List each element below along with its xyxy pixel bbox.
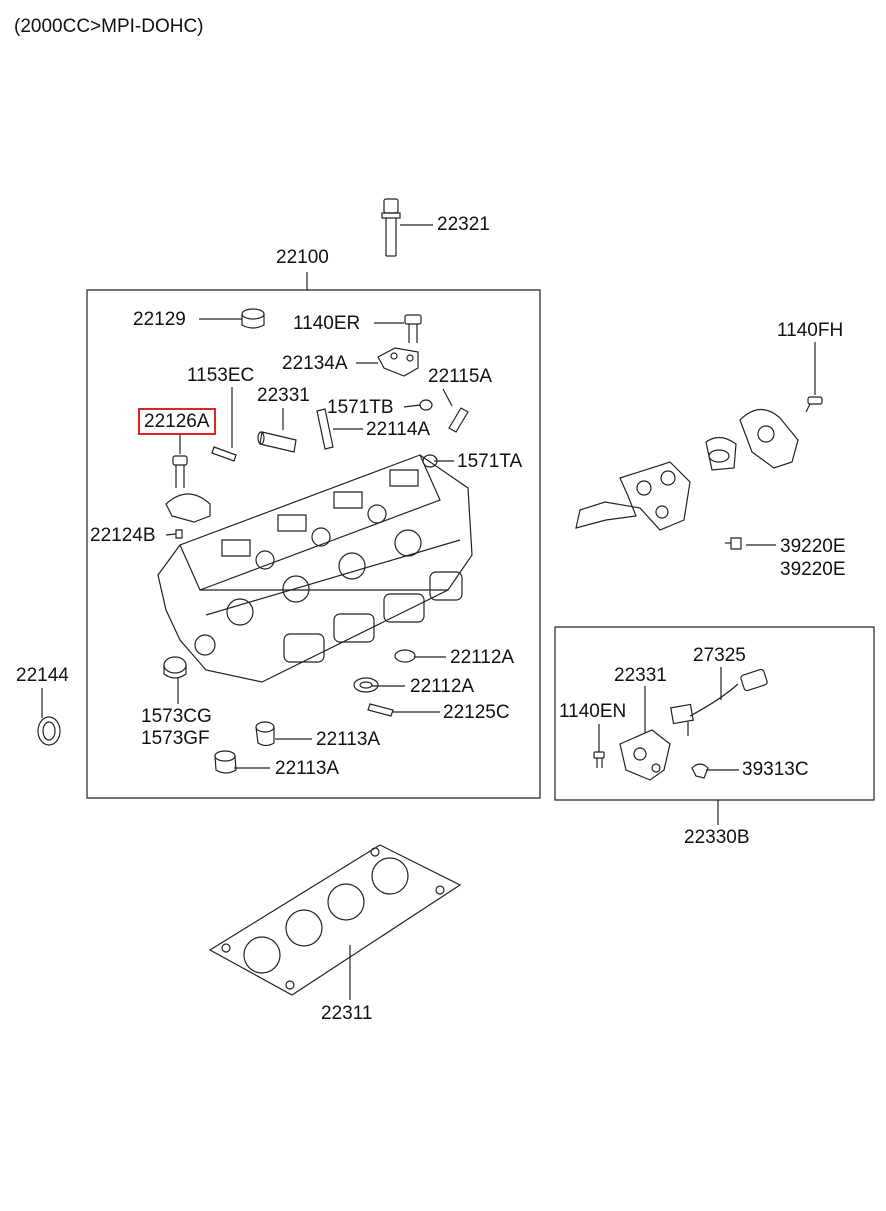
part-label-22126a-highlighted[interactable]: 22126A — [138, 408, 216, 435]
bolt-22321-icon — [382, 199, 400, 256]
part-label-22113a-upper[interactable]: 22113A — [316, 729, 381, 750]
part-label-1153ec[interactable]: 1153EC — [187, 365, 255, 386]
part-label-22311[interactable]: 22311 — [321, 1003, 373, 1024]
part-label-1571tb[interactable]: 1571TB — [327, 397, 394, 418]
cylinder-head-icon — [158, 455, 472, 682]
part-label-22134a[interactable]: 22134A — [282, 353, 348, 374]
part-label-1573cg[interactable]: 1573CG — [141, 706, 212, 727]
sensor-39220e-icon — [725, 538, 741, 549]
diagram-title: (2000CC>MPI-DOHC) — [14, 16, 204, 37]
part-label-22113a-lower[interactable]: 22113A — [275, 758, 340, 779]
bolt-1140en-icon — [594, 752, 604, 768]
sensor-27325-icon — [671, 669, 768, 736]
part-label-39220e-second[interactable]: 39220E — [780, 559, 846, 580]
thermostat-housing-icon — [706, 409, 798, 470]
part-label-22144[interactable]: 22144 — [16, 665, 69, 686]
bolt-1140fh-icon — [806, 397, 822, 412]
seal-1571tb-icon — [420, 400, 432, 410]
plug-22129-icon — [242, 309, 264, 328]
stud-22125c-icon — [368, 704, 393, 716]
part-label-1573gf[interactable]: 1573GF — [141, 728, 210, 749]
stud-1153ec-icon — [212, 447, 236, 461]
cam-position-sensor-22331-icon — [620, 730, 670, 780]
bracket-22134a-icon — [378, 348, 418, 376]
head-gasket-22311-icon — [210, 845, 460, 995]
part-label-22125c[interactable]: 22125C — [443, 702, 510, 723]
lifter-22113a-lower-icon — [215, 751, 236, 773]
lifter-22113a-upper-icon — [256, 722, 274, 746]
guide-22115a-icon — [449, 408, 468, 432]
part-label-22331-head[interactable]: 22331 — [257, 385, 310, 406]
water-outlet-icon — [576, 462, 690, 530]
cylinder-head-group-frame — [87, 290, 540, 798]
part-label-1140fh[interactable]: 1140FH — [777, 320, 844, 341]
part-label-22330b[interactable]: 22330B — [684, 827, 750, 848]
bolt-1140er-icon — [405, 315, 421, 343]
seal-22144-icon — [38, 717, 60, 745]
seal-1573cg-icon — [164, 657, 186, 678]
part-label-39220e-first[interactable]: 39220E — [780, 536, 846, 557]
cam-cap-icon — [166, 494, 210, 522]
part-label-1571ta[interactable]: 1571TA — [457, 451, 523, 472]
part-label-22100[interactable]: 22100 — [276, 247, 329, 268]
part-label-22112a-upper[interactable]: 22112A — [450, 647, 515, 668]
part-label-22112a-lower[interactable]: 22112A — [410, 676, 475, 697]
seal-22112a-lower-icon — [354, 678, 378, 692]
seal-22112a-upper-icon — [395, 650, 415, 662]
guide-22114a-icon — [317, 409, 333, 449]
clip-39313c-icon — [692, 764, 708, 778]
part-label-22114a[interactable]: 22114A — [366, 419, 431, 440]
part-label-1140er[interactable]: 1140ER — [293, 313, 361, 334]
part-label-1140en[interactable]: 1140EN — [559, 701, 627, 722]
part-label-22124b[interactable]: 22124B — [90, 525, 156, 546]
part-label-22115a[interactable]: 22115A — [428, 366, 493, 387]
part-label-22129[interactable]: 22129 — [133, 309, 186, 330]
pin-22331-icon — [258, 432, 296, 452]
part-label-27325[interactable]: 27325 — [693, 645, 746, 666]
part-label-22321[interactable]: 22321 — [437, 214, 490, 235]
part-label-22331-sensor[interactable]: 22331 — [614, 665, 667, 686]
dowel-22124b-icon — [176, 530, 182, 538]
bolt-22126a-icon — [173, 456, 187, 488]
sensor-group-frame — [555, 627, 874, 800]
part-label-39313c[interactable]: 39313C — [742, 759, 809, 780]
